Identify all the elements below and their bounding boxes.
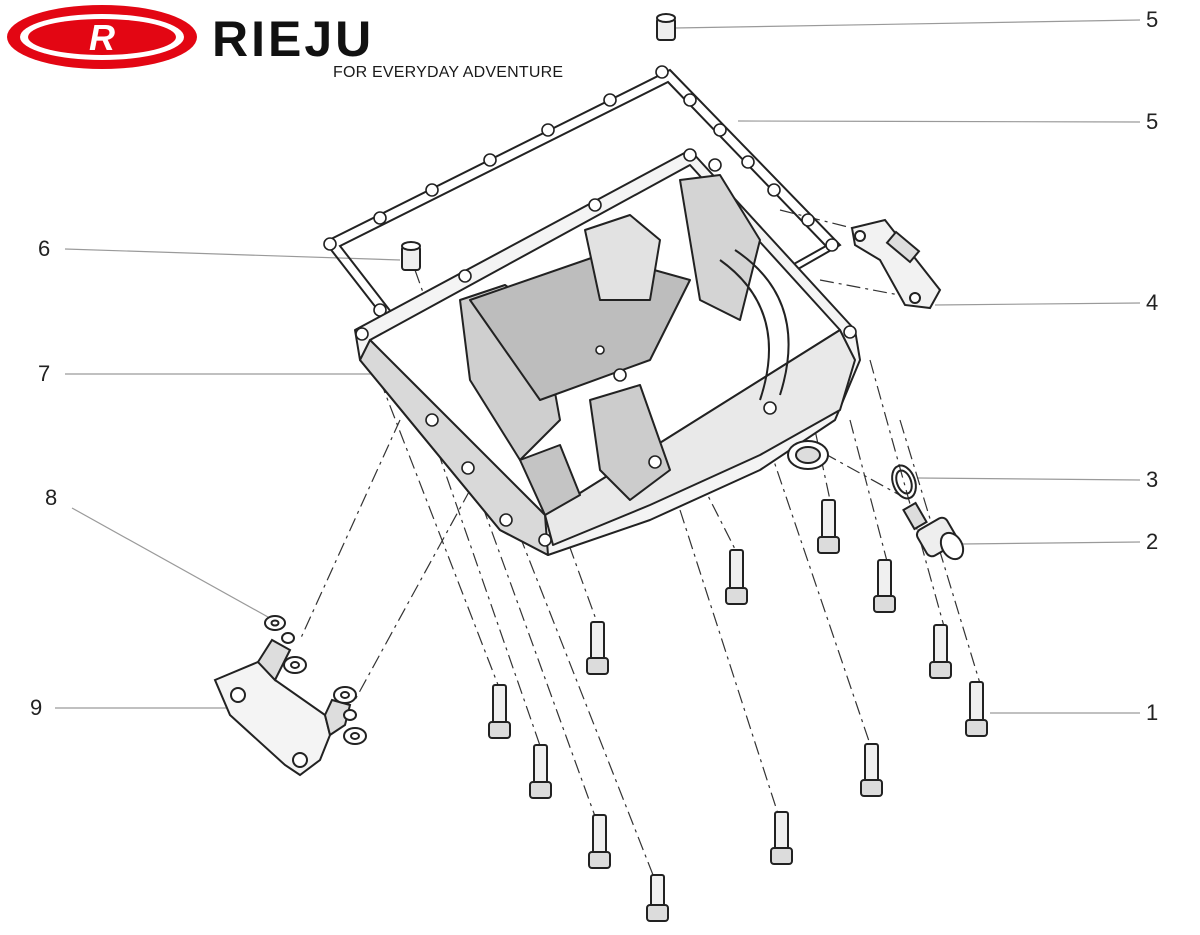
svg-text:R: R: [89, 17, 115, 58]
oil-pan: [354, 148, 861, 556]
bolt: [725, 549, 748, 605]
callout-5: 5: [1146, 109, 1159, 134]
bolt: [646, 874, 669, 922]
drain-plug: [902, 501, 965, 561]
bolts: [488, 499, 988, 922]
bolt: [873, 559, 896, 613]
bolt: [586, 621, 609, 675]
bolt: [965, 681, 988, 737]
bracket-left: [213, 638, 352, 777]
bolt: [860, 743, 883, 797]
bolt: [529, 744, 552, 799]
bolt: [488, 684, 511, 739]
callout-7: 7: [38, 361, 51, 386]
o-ring: [891, 464, 917, 500]
dowel-pin-top: [656, 13, 676, 41]
callout-3: 3: [1146, 467, 1159, 492]
bolt: [929, 624, 952, 679]
bracket-right: [850, 218, 942, 310]
callout-8: 8: [45, 485, 58, 510]
bolt: [770, 811, 793, 865]
bolt: [588, 814, 611, 869]
rieju-logo: R RIEJU: [7, 5, 374, 69]
leader-lines: [55, 19, 1141, 714]
callout-9: 9: [30, 695, 43, 720]
brand-wordmark: RIEJU: [212, 11, 374, 67]
dowel-pin-left: [401, 241, 421, 271]
callout-2: 2: [1146, 529, 1159, 554]
callout-4: 4: [1146, 290, 1159, 315]
callout-6-left: 6: [38, 236, 51, 261]
washers: [264, 615, 367, 745]
callout-6-top: 5: [1146, 7, 1159, 32]
bolt: [817, 499, 840, 554]
brand-tagline: FOR EVERYDAY ADVENTURE: [333, 64, 564, 81]
callout-1: 1: [1146, 700, 1159, 725]
